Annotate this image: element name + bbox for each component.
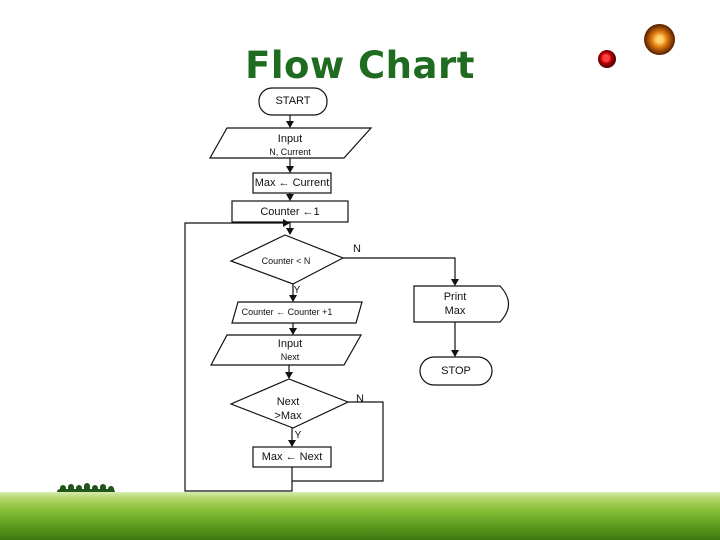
input1-values: N, Current — [269, 147, 311, 157]
decision-next — [229, 378, 350, 429]
counter-inc-label: Counter ← Counter +1 — [241, 307, 333, 317]
max-current-node — [252, 172, 332, 194]
counter-init-label: Counter ←1 — [260, 206, 320, 218]
edge-decision2-no — [292, 401, 384, 482]
grass-ground — [0, 492, 720, 540]
stop-node — [419, 356, 493, 386]
cond2-no-label: N — [356, 393, 364, 405]
edge-loop-back — [184, 219, 293, 492]
orange-dot-icon — [644, 24, 675, 55]
input2-label: Input — [277, 338, 303, 350]
print-label: Print — [443, 291, 467, 303]
cond1-yes-label: Y — [293, 285, 301, 296]
start-label: START — [275, 95, 311, 107]
stop-label: STOP — [441, 365, 471, 377]
input-node-1 — [208, 127, 373, 159]
cond2-label: Next — [276, 396, 300, 408]
print-node — [413, 285, 510, 323]
counter-increment-node — [231, 301, 363, 324]
start-node — [258, 87, 328, 116]
cond2-value: >Max — [274, 410, 302, 422]
max-next-label: Max ← Next — [261, 451, 323, 463]
max-current-label: Max ← Current — [254, 177, 330, 189]
print-value: Max — [444, 305, 466, 317]
input-node-2 — [210, 334, 363, 366]
cond1-no-label: N — [353, 243, 361, 255]
input2-value: Next — [280, 352, 300, 362]
red-dot-icon — [598, 50, 616, 68]
edge-decision-no — [343, 257, 459, 286]
page-title: Flow Chart — [245, 44, 475, 87]
cond2-yes-label: Y — [294, 430, 302, 441]
input1-label: Input — [277, 133, 303, 145]
cond1-label: Counter < N — [261, 256, 311, 266]
